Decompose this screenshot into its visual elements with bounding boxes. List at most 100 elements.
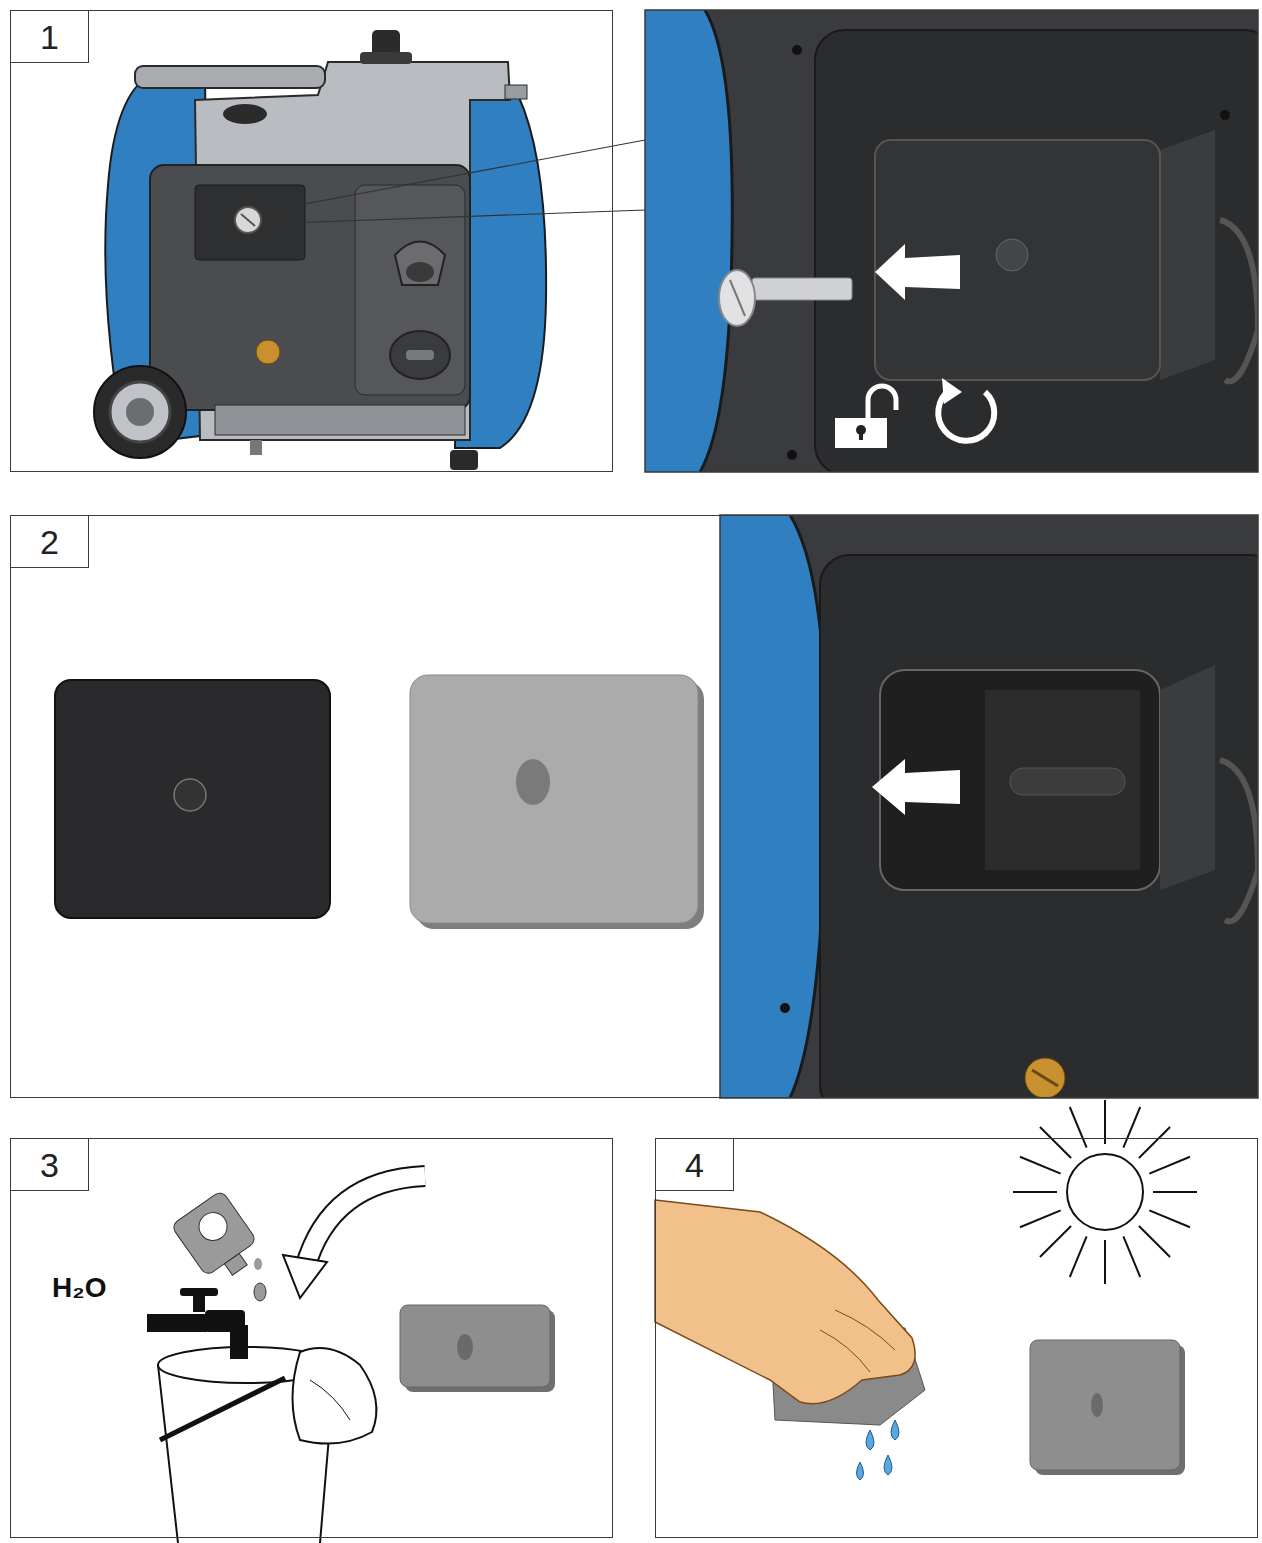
- filter-parts: [410, 675, 698, 923]
- washing-illustration: [400, 1305, 550, 1387]
- closeup-screw-removal: [730, 280, 745, 316]
- closeup-screw-removal: [1220, 220, 1258, 381]
- filter-parts: [174, 779, 206, 811]
- closeup-screw-removal: [700, 10, 732, 472]
- closeup-screw-removal: [942, 378, 962, 404]
- closeup-screw-removal: [875, 244, 960, 300]
- closeup-filter-removal: [1025, 1058, 1065, 1098]
- closeup-screw-removal: [752, 278, 852, 300]
- generator-illustration: [262, 140, 645, 212]
- drying-illustration: [835, 1310, 895, 1350]
- washing-illustration: [305, 1176, 425, 1268]
- washing-illustration: [293, 1348, 377, 1443]
- drying-illustration: [891, 1420, 899, 1440]
- sun-ray: [1040, 1226, 1071, 1257]
- generator-illustration: [215, 405, 465, 435]
- generator-illustration: [262, 210, 645, 224]
- drying-illustration: [866, 1430, 874, 1450]
- washing-illustration: [180, 1288, 218, 1296]
- washing-illustration: [160, 1378, 285, 1440]
- closeup-filter-removal: [720, 515, 1258, 1098]
- generator-illustration: [250, 440, 262, 455]
- washing-illustration: [305, 1176, 425, 1268]
- washing-illustration: [310, 1380, 350, 1420]
- sun-ray: [1020, 1157, 1061, 1174]
- closeup-filter-removal: [780, 1003, 790, 1013]
- generator-illustration: [235, 207, 261, 233]
- generator-illustration: [450, 450, 478, 470]
- sun-ray: [1149, 1210, 1190, 1227]
- sun-ray: [1149, 1157, 1190, 1174]
- step-number: 3: [11, 1139, 89, 1191]
- drying-illustration: [857, 1462, 864, 1480]
- closeup-screw-removal: [815, 30, 1258, 472]
- step-number: 4: [656, 1139, 734, 1191]
- generator-illustration: [135, 66, 325, 88]
- generator-illustration: [256, 340, 280, 364]
- sun-rays: [1013, 1100, 1197, 1284]
- step-panel: 4: [655, 1138, 1258, 1538]
- filter-parts: [55, 680, 330, 918]
- washing-illustration: [457, 1334, 473, 1360]
- sun-ray: [1040, 1127, 1071, 1158]
- closeup-filter-removal: [1220, 760, 1258, 921]
- generator-illustration: [94, 366, 186, 458]
- washing-illustration: [158, 1365, 178, 1543]
- sun-ray: [1013, 1191, 1057, 1193]
- washing-illustration: [147, 1314, 207, 1332]
- closeup-screw-removal: [645, 10, 732, 472]
- drying-illustration: [884, 1455, 892, 1475]
- generator-illustration: [406, 350, 434, 360]
- closeup-filter-removal: [1160, 665, 1215, 890]
- generator-illustration: [406, 262, 434, 282]
- generator-illustration: [395, 242, 445, 286]
- closeup-filter-removal: [872, 759, 960, 815]
- closeup-filter-removal: [1010, 768, 1125, 795]
- drying-illustration: [820, 1330, 870, 1372]
- generator-illustration: [110, 382, 170, 442]
- water-label: H₂O: [52, 1272, 106, 1304]
- generator-illustration: [241, 214, 255, 226]
- panel-frame: [720, 515, 1258, 1098]
- closeup-screw-removal: [868, 386, 896, 418]
- closeup-screw-removal: [787, 450, 797, 460]
- closeup-filter-removal: [1032, 1070, 1058, 1086]
- closeup-screw-removal: [859, 430, 863, 440]
- generator-illustration: [390, 331, 450, 379]
- drying-illustration: [1067, 1154, 1143, 1230]
- closeup-screw-removal: [875, 140, 1160, 380]
- sun-ray: [1139, 1226, 1170, 1257]
- sun-ray: [1123, 1107, 1140, 1148]
- sun-ray: [1020, 1210, 1061, 1227]
- closeup-screw-removal: [1220, 110, 1230, 120]
- step-number: 2: [11, 516, 89, 568]
- panel-frame: [645, 10, 1258, 472]
- generator-illustration: [360, 52, 412, 64]
- washing-illustration: [224, 1253, 247, 1275]
- step-panel: 3: [10, 1138, 613, 1538]
- generator-illustration: [223, 104, 267, 124]
- step-number: 1: [11, 11, 89, 63]
- filter-parts: [516, 759, 550, 805]
- sun-ray: [1070, 1236, 1087, 1277]
- closeup-screw-removal: [996, 239, 1028, 271]
- closeup-filter-removal: [985, 690, 1140, 870]
- washing-illustration: [194, 1207, 233, 1246]
- washing-illustration: [254, 1283, 266, 1301]
- step-panel: 2: [10, 515, 1258, 1098]
- sun-ray: [1070, 1107, 1087, 1148]
- sun-ray: [1139, 1127, 1170, 1158]
- generator-illustration: [126, 398, 154, 426]
- washing-illustration: [147, 1176, 555, 1543]
- filter-parts: [55, 675, 704, 929]
- sun-ray: [1123, 1236, 1140, 1277]
- closeup-screw-removal: [1160, 130, 1215, 380]
- closeup-filter-removal: [720, 515, 826, 1098]
- generator-illustration: [94, 30, 645, 470]
- sun-ray: [1104, 1100, 1106, 1144]
- sun-ray: [1104, 1240, 1106, 1284]
- generator-illustration: [355, 185, 465, 395]
- washing-illustration: [230, 1325, 248, 1359]
